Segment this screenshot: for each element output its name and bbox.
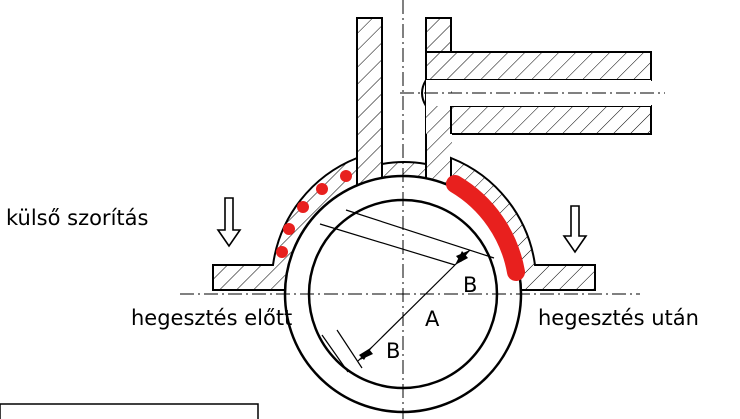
dimension-a-label: A	[425, 307, 440, 331]
weld-dot	[316, 183, 328, 195]
weld-bead	[446, 175, 525, 281]
centerlines	[180, 0, 665, 419]
weld-dot	[283, 223, 295, 235]
riser-wall-left	[356, 17, 383, 189]
outer-clamping-label: külső szorítás	[6, 206, 148, 230]
caption-box	[0, 403, 259, 419]
weld-dot	[276, 246, 288, 258]
weld-dots	[276, 170, 352, 258]
before-welding-label: hegesztés előtt	[131, 306, 292, 330]
dimension-a-line	[367, 264, 456, 352]
dimension-b-bottom-label: B	[386, 339, 400, 363]
weld-dot	[297, 201, 309, 213]
hollow-down-arrow-icon	[562, 205, 588, 254]
dimension-b-top-label: B	[463, 273, 477, 297]
hollow-down-arrow-icon	[216, 197, 242, 248]
weld-dot	[340, 170, 352, 182]
dimension-arrows	[359, 250, 470, 360]
after-welding-label: hegesztés után	[538, 306, 699, 330]
outlet-pipe	[421, 51, 652, 188]
